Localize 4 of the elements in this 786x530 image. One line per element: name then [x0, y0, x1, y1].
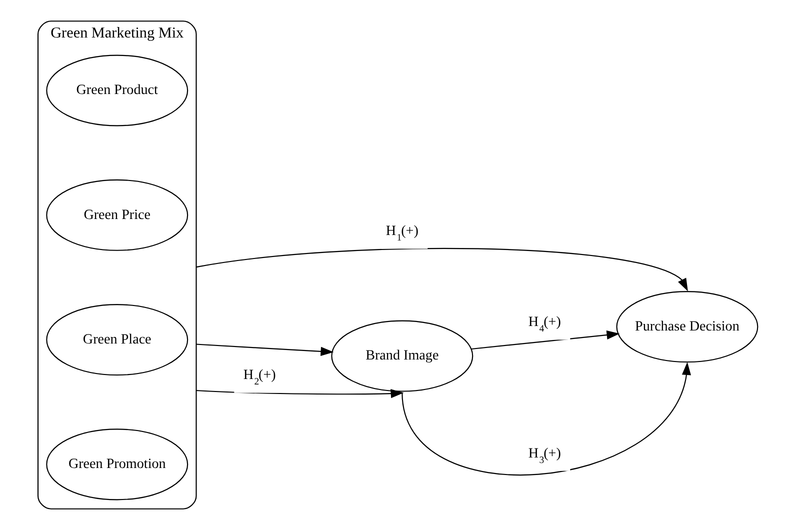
edge-label: H$_{1}$(+): [385, 223, 418, 244]
edge-label: H$_{2}$(+): [242, 367, 276, 388]
edge-label: H$_{4}$(+): [528, 314, 560, 335]
edge-label: H$_{3}$(+): [528, 445, 560, 466]
